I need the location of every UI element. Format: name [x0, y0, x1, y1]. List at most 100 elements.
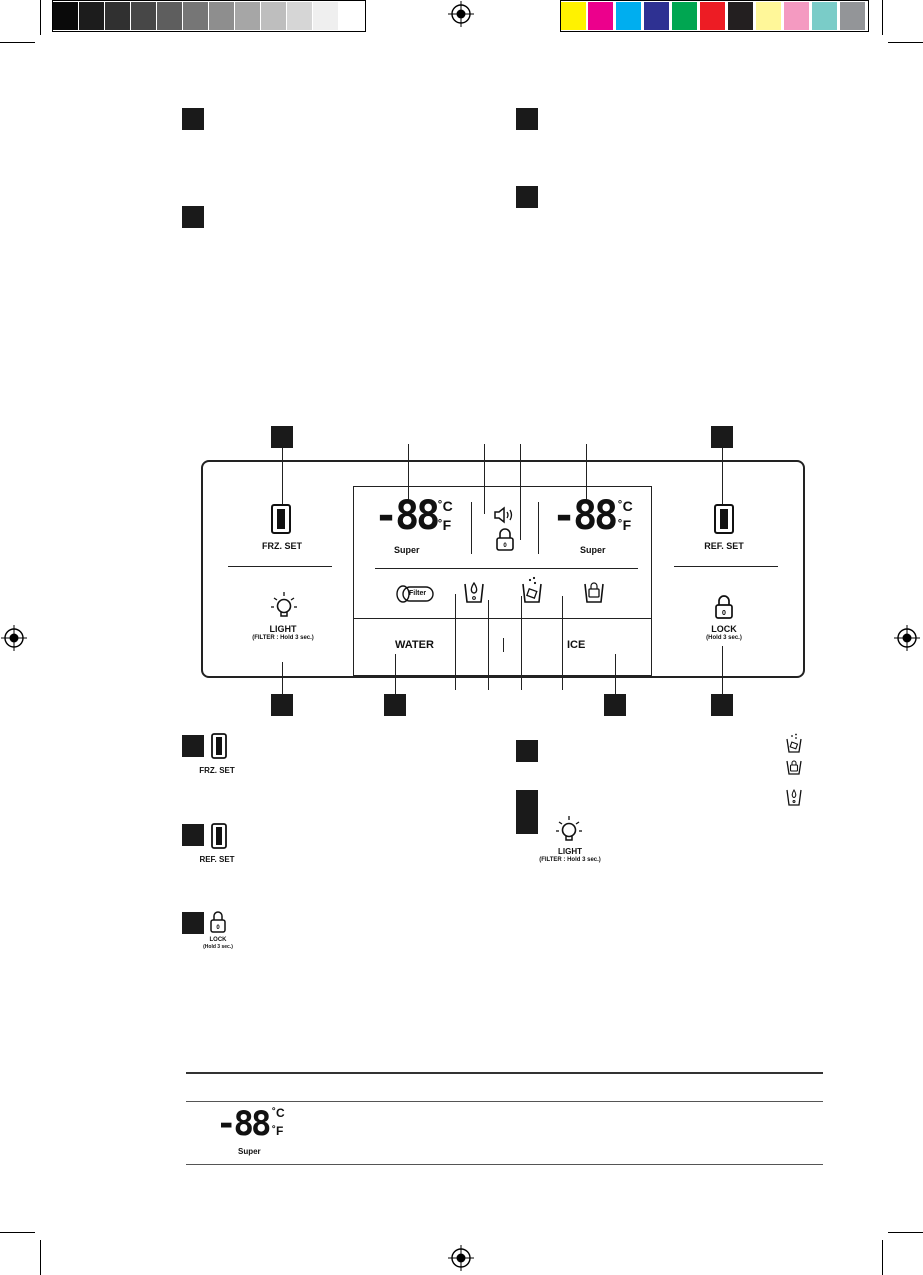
- crop-mark: [882, 1240, 883, 1275]
- svg-text:0: 0: [503, 543, 507, 549]
- water-button[interactable]: WATER: [395, 639, 434, 651]
- water-cup-icon: [464, 581, 484, 603]
- callout-square: [516, 740, 538, 762]
- leader-line: [521, 596, 522, 690]
- gray-swatch: [157, 2, 183, 30]
- fridge-door-icon: [211, 823, 227, 849]
- lock-icon: 0: [210, 911, 226, 933]
- filter-icon: [396, 585, 434, 603]
- leader-line: [722, 646, 723, 694]
- dispenser-divider: [503, 638, 504, 652]
- table-top-rule: [186, 1072, 823, 1074]
- fridge-temp-display: -88 ˚C ˚F Super: [548, 496, 638, 558]
- display-window: [353, 486, 652, 619]
- callout-square: [271, 426, 293, 448]
- gray-swatch: [183, 2, 209, 30]
- leader-line: [395, 654, 396, 694]
- fahrenheit-unit: ˚F: [438, 517, 452, 533]
- callout-square: [271, 694, 293, 716]
- super-freeze-label: Super: [394, 545, 420, 555]
- lock-sub-label: (Hold 3 sec.): [706, 635, 742, 641]
- leader-line: [484, 444, 485, 514]
- super-cool-label: Super: [580, 545, 606, 555]
- fridge-door-icon: [714, 504, 734, 534]
- color-swatch: [644, 2, 670, 30]
- freezer-door-icon: [271, 504, 291, 534]
- callout-square: [182, 206, 204, 228]
- table-super-label: Super: [238, 1147, 261, 1156]
- registration-mark-left: [1, 625, 27, 651]
- callout-square: [182, 824, 204, 846]
- crop-mark: [888, 1232, 923, 1233]
- leader-line: [722, 448, 723, 504]
- light-bulb-icon: [271, 592, 297, 617]
- callout-square: [711, 694, 733, 716]
- color-swatch: [700, 2, 726, 30]
- gray-swatch: [209, 2, 235, 30]
- callout-square: [516, 812, 538, 834]
- grayscale-bar: [52, 0, 366, 32]
- color-swatch: [840, 2, 866, 30]
- callout-square: [711, 426, 733, 448]
- color-swatch: [784, 2, 810, 30]
- color-swatch: [728, 2, 754, 30]
- gray-swatch: [105, 2, 131, 30]
- legend-light-sub: (FILTER : Hold 3 sec.): [539, 857, 601, 863]
- legend-frz-set-label: FRZ. SET: [199, 766, 235, 775]
- fahrenheit-unit: ˚F: [272, 1124, 284, 1138]
- registration-mark-bottom: [448, 1245, 474, 1271]
- table-header-rule: [186, 1101, 823, 1102]
- divider: [228, 566, 332, 567]
- sound-icon: [494, 506, 513, 524]
- color-swatch: [588, 2, 614, 30]
- crop-mark: [888, 42, 923, 43]
- leader-line: [520, 444, 521, 540]
- light-label: LIGHT: [269, 624, 297, 634]
- ice-lock-icon: [584, 582, 604, 603]
- legend-lock-sub: (Hold 3 sec.): [203, 944, 233, 950]
- color-swatch: [812, 2, 838, 30]
- celsius-unit: ˚C: [438, 498, 453, 514]
- gray-swatch: [131, 2, 157, 30]
- freezer-temp-display: -88 ˚C ˚F Super: [370, 496, 460, 558]
- leader-line: [282, 662, 283, 694]
- callout-square: [516, 790, 538, 812]
- callout-square: [384, 694, 406, 716]
- cubed-ice-icon: [786, 733, 802, 753]
- callout-square: [182, 912, 204, 934]
- crop-mark: [40, 1240, 41, 1275]
- crop-mark: [0, 1232, 35, 1233]
- celsius-unit: ˚C: [272, 1106, 285, 1120]
- table-temp-value: -88: [216, 1104, 271, 1144]
- callout-square: [182, 735, 204, 757]
- display-separator: [471, 502, 472, 554]
- registration-mark-right: [894, 625, 920, 651]
- leader-line: [586, 444, 587, 500]
- svg-text:0: 0: [722, 610, 726, 617]
- light-button[interactable]: LIGHT (FILTER : Hold 3 sec.): [228, 590, 338, 650]
- ice-button[interactable]: ICE: [567, 639, 586, 651]
- gray-swatch: [339, 2, 365, 30]
- leader-line: [455, 594, 456, 690]
- light-bulb-icon: [556, 816, 582, 841]
- leader-line: [562, 596, 563, 690]
- color-swatch: [672, 2, 698, 30]
- dispenser-button-area: [353, 619, 652, 676]
- cubed-ice-icon: [522, 576, 542, 603]
- fahrenheit-unit: ˚F: [618, 517, 632, 533]
- color-swatch: [561, 2, 587, 30]
- color-swatch: [756, 2, 782, 30]
- gray-swatch: [287, 2, 313, 30]
- frz-set-button[interactable]: FRZ. SET: [232, 504, 332, 554]
- crop-mark: [882, 0, 883, 35]
- ref-set-button[interactable]: REF. SET: [674, 504, 774, 554]
- gray-swatch: [313, 2, 339, 30]
- lock-button[interactable]: 0 LOCK (Hold 3 sec.): [672, 594, 776, 644]
- gray-swatch: [261, 2, 287, 30]
- divider: [674, 566, 778, 567]
- ice-lock-icon: [786, 760, 802, 775]
- ref-set-label: REF. SET: [704, 541, 744, 551]
- display-separator: [538, 502, 539, 554]
- display-divider: [375, 568, 638, 569]
- light-sub-label: (FILTER : Hold 3 sec.): [252, 635, 314, 641]
